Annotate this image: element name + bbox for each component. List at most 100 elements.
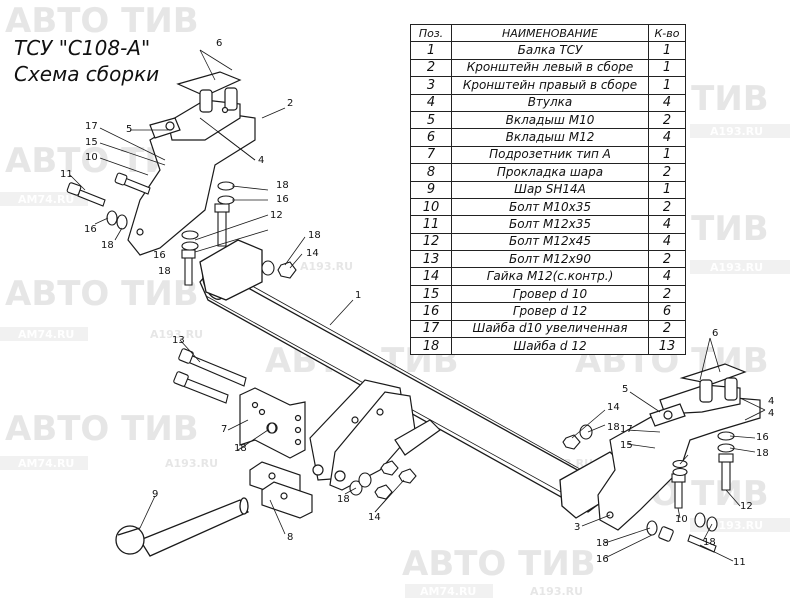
callout-9: 9 <box>152 489 158 500</box>
watermark-site: AM74.RU <box>18 328 74 341</box>
cell-name: Гайка М12(с.контр.) <box>451 267 649 286</box>
cell-qty: 2 <box>648 197 686 217</box>
cell-name: Болт М10х35 <box>451 197 649 217</box>
watermark-site: A193.RU <box>165 457 218 470</box>
tow-ball <box>115 497 249 557</box>
cell-pos: 10 <box>410 197 452 217</box>
callout-10: 10 <box>675 514 688 525</box>
callout-18: 18 <box>596 538 609 549</box>
cell-pos: 17 <box>410 319 452 339</box>
callout-18: 18 <box>308 230 321 241</box>
cell-name: Шайба d 12 <box>451 337 649 356</box>
watermark-site: A193.RU <box>710 125 763 138</box>
cell-qty: 4 <box>648 93 686 112</box>
leader-lines <box>69 49 766 562</box>
diagram-subtitle: Схема сборки <box>14 62 160 86</box>
cell-qty: 2 <box>648 163 686 182</box>
cell-pos: 1 <box>410 41 452 60</box>
callout-16: 16 <box>84 224 97 235</box>
callout-17: 17 <box>85 121 98 132</box>
bolts <box>66 172 734 553</box>
callout-14: 14 <box>607 402 620 413</box>
diagram-title: ТСУ "С108-А" <box>14 36 151 60</box>
cell-qty: 4 <box>648 267 686 286</box>
ball-spacers <box>249 461 313 519</box>
cell-pos: 9 <box>410 180 452 199</box>
watermark-site: A193.RU <box>300 260 353 273</box>
cell-name: Болт М12х90 <box>451 250 649 269</box>
cell-qty: 2 <box>648 250 686 269</box>
cell-qty: 1 <box>648 58 686 78</box>
callout-15: 15 <box>620 440 633 451</box>
center-plates <box>309 379 441 491</box>
cell-qty: 2 <box>648 110 686 130</box>
callout-6: 6 <box>712 328 718 339</box>
callout-5: 5 <box>126 124 132 135</box>
callouts: 1 2 6 4 5 17 15 10 11 16 18 18 16 12 16 … <box>60 38 774 568</box>
cell-name: Гровер d 10 <box>451 284 649 304</box>
callout-18: 18 <box>703 537 716 548</box>
cell-pos: 5 <box>410 110 452 130</box>
callout-18: 18 <box>158 266 171 277</box>
cell-name: Подрозетник тип А <box>451 145 649 165</box>
cell-qty: 2 <box>648 319 686 339</box>
cell-pos: 15 <box>410 284 452 304</box>
callout-18: 18 <box>756 448 769 459</box>
cell-pos: 3 <box>410 76 452 95</box>
left-bracket <box>127 71 256 256</box>
callout-14: 14 <box>306 248 319 259</box>
cell-pos: 2 <box>410 58 452 78</box>
parts-table-header: Поз. НАИМЕНОВАНИЕ К-во <box>410 23 686 43</box>
watermark-tag <box>405 584 493 598</box>
cell-pos: 12 <box>410 232 452 252</box>
callout-18: 18 <box>234 443 247 454</box>
cell-name: Вкладыш М12 <box>451 128 649 147</box>
callout-2: 2 <box>287 98 293 109</box>
callout-16: 16 <box>276 194 289 205</box>
callout-5: 5 <box>622 384 628 395</box>
cell-pos: 7 <box>410 145 452 165</box>
cell-qty: 4 <box>648 128 686 147</box>
watermark-brand: АВТО ТИВ <box>5 409 199 449</box>
callout-12: 12 <box>270 210 283 221</box>
callout-7: 7 <box>221 424 227 435</box>
callout-4: 4 <box>258 155 264 166</box>
callout-16: 16 <box>153 250 166 261</box>
callout-11: 11 <box>733 557 746 568</box>
header-qty: К-во <box>648 23 686 43</box>
callout-18: 18 <box>101 240 114 251</box>
callout-12: 12 <box>740 501 753 512</box>
cell-pos: 8 <box>410 163 452 182</box>
cell-name: Прокладка шара <box>451 163 649 182</box>
watermark-tag <box>0 192 88 206</box>
cell-name: Кронштейн левый в сборе <box>451 58 649 78</box>
callout-6: 6 <box>216 38 222 49</box>
callout-16: 16 <box>756 432 769 443</box>
cell-qty: 4 <box>648 215 686 234</box>
cell-qty: 1 <box>648 41 686 60</box>
callout-8: 8 <box>287 532 293 543</box>
cell-name: Шайба d10 увеличенная <box>451 319 649 339</box>
watermark-site: AM74.RU <box>18 193 74 206</box>
cell-pos: 11 <box>410 215 452 234</box>
cell-name: Болт М12х35 <box>451 215 649 234</box>
cell-pos: 18 <box>410 337 452 356</box>
